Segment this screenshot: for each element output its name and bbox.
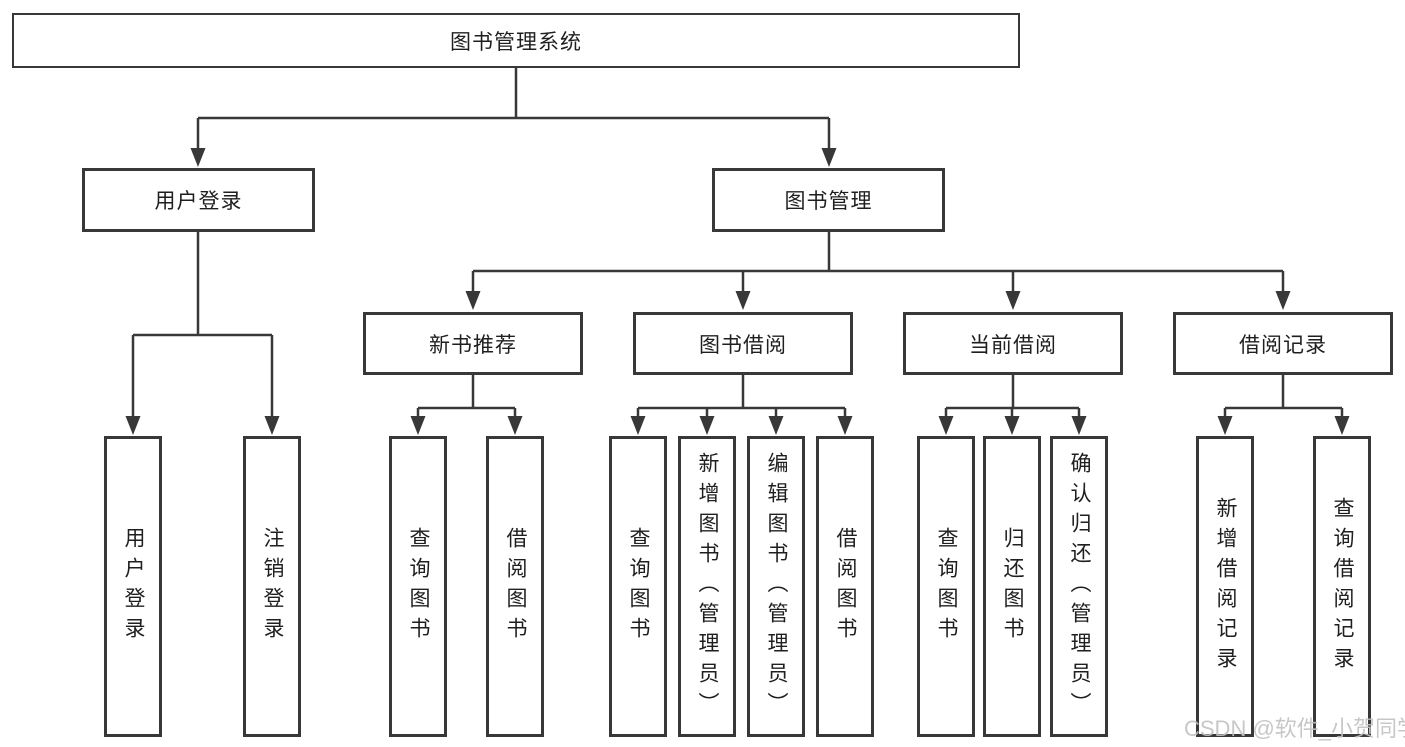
leaf-borrow-books-recommend-label: 借阅图书 [504, 526, 527, 647]
connector-new-book-branch [410, 375, 523, 435]
arrowhead [465, 291, 1291, 310]
leaf-logout-label: 注销登录 [261, 526, 284, 647]
leaf-query-books-borrow-label: 查询图书 [627, 526, 650, 647]
leaf-borrow-books-recommend: 借阅图书 [486, 436, 544, 737]
leaf-query-books-borrow: 查询图书 [609, 436, 667, 737]
node-root-system-label: 图书管理系统 [450, 30, 582, 54]
arrowhead [410, 416, 523, 435]
leaf-confirm-return-admin-label: 确认归还（管理员） [1068, 451, 1091, 722]
leaf-edit-book-admin: 编辑图书（管理员） [747, 436, 805, 737]
leaf-confirm-return-admin: 确认归还（管理员） [1050, 436, 1108, 737]
leaf-user-login-label: 用户登录 [122, 526, 145, 647]
arrowhead [190, 148, 837, 167]
node-borrow-records-label: 借阅记录 [1239, 333, 1327, 357]
leaf-query-borrow-record-label: 查询借阅记录 [1331, 496, 1354, 677]
connector-root-to-level1 [190, 68, 837, 167]
connector-current-borrow-branch [938, 375, 1087, 435]
arrowhead [1217, 416, 1350, 435]
leaf-query-books-recommend: 查询图书 [389, 436, 447, 737]
node-new-book-recommend-label: 新书推荐 [429, 333, 517, 357]
leaf-return-books: 归还图书 [983, 436, 1041, 737]
connector-book-management-branch [465, 232, 1291, 310]
arrowhead [938, 416, 1087, 435]
leaf-user-login: 用户登录 [104, 436, 162, 737]
connector-book-borrow-branch [630, 375, 853, 435]
leaf-return-books-label: 归还图书 [1001, 526, 1024, 647]
node-current-borrow: 当前借阅 [903, 312, 1123, 375]
leaf-edit-book-admin-label: 编辑图书（管理员） [765, 451, 788, 722]
leaf-logout: 注销登录 [243, 436, 301, 737]
node-book-management-label: 图书管理 [784, 190, 873, 213]
node-book-borrow-label: 图书借阅 [699, 333, 787, 357]
node-book-management: 图书管理 [712, 168, 945, 232]
node-user-login: 用户登录 [82, 168, 315, 232]
node-borrow-records: 借阅记录 [1173, 312, 1393, 375]
leaf-borrow-books: 借阅图书 [816, 436, 874, 737]
arrowhead [630, 416, 853, 435]
connector-borrow-records-branch [1217, 375, 1350, 435]
arrowhead [125, 416, 280, 435]
leaf-query-books-recommend-label: 查询图书 [407, 526, 430, 647]
leaf-query-books-current-label: 查询图书 [935, 526, 958, 647]
node-root-system: 图书管理系统 [12, 13, 1020, 68]
node-user-login-label: 用户登录 [154, 190, 243, 213]
node-new-book-recommend: 新书推荐 [363, 312, 583, 375]
csdn-watermark: CSDN @软件_小贺同学 [1184, 716, 1405, 741]
connector-user-login-branch [125, 232, 280, 435]
leaf-query-books-current: 查询图书 [917, 436, 975, 737]
leaf-add-book-admin: 新增图书（管理员） [678, 436, 736, 737]
leaf-borrow-books-label: 借阅图书 [834, 526, 857, 647]
node-current-borrow-label: 当前借阅 [969, 333, 1057, 357]
leaf-query-borrow-record: 查询借阅记录 [1313, 436, 1371, 737]
leaf-add-book-admin-label: 新增图书（管理员） [696, 451, 719, 722]
leaf-add-borrow-record: 新增借阅记录 [1196, 436, 1254, 737]
leaf-add-borrow-record-label: 新增借阅记录 [1214, 496, 1237, 677]
node-book-borrow: 图书借阅 [633, 312, 853, 375]
